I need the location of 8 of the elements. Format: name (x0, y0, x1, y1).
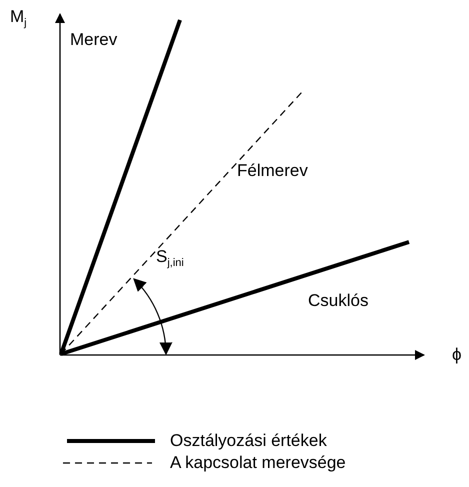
axis-label: M$_{j}$ (10, 8, 27, 29)
stiffness-label: S$_{j,ini}$ (156, 248, 184, 269)
region-label: Csuklós (308, 292, 368, 309)
axis-label: ϕ (452, 346, 462, 363)
legend-text: Osztályozási értékek (170, 432, 327, 449)
region-label: Merev (70, 31, 118, 48)
legend-text: A kapcsolat merevsége (170, 454, 346, 471)
region-label: Félmerev (237, 162, 308, 179)
